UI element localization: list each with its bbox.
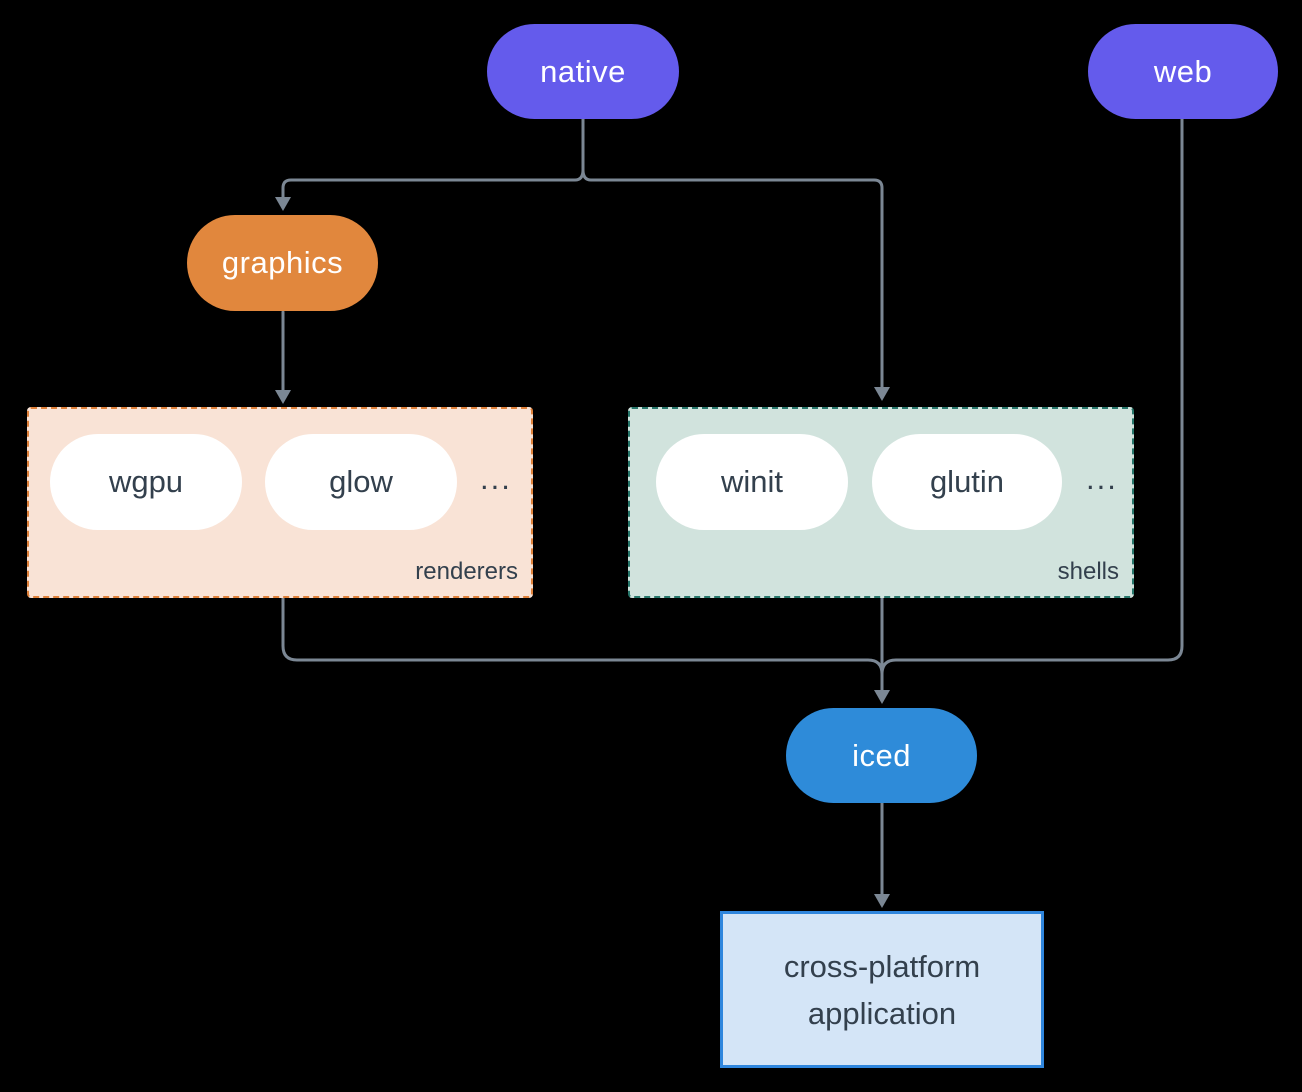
shells-ellipsis: ...: [1086, 461, 1118, 496]
shells-group-pills: winit glutin ...: [630, 409, 1132, 530]
winit-pill: winit: [656, 434, 848, 530]
shells-group: winit glutin ... shells: [628, 407, 1134, 598]
cross-platform-application-box: cross-platform application: [720, 911, 1044, 1068]
iced-node-label: iced: [852, 737, 911, 773]
graphics-node: graphics: [187, 215, 378, 311]
wgpu-pill: wgpu: [50, 434, 242, 530]
connector-renderers-to-junction: [281, 596, 884, 676]
winit-pill-label: winit: [720, 464, 783, 499]
web-node: web: [1088, 24, 1278, 119]
connector-lines: [281, 117, 1184, 897]
connector-native-to-graphics: [281, 168, 585, 199]
connector-web-to-junction: [880, 117, 1184, 676]
renderers-group-label: renderers: [415, 558, 518, 585]
wgpu-pill-label: wgpu: [108, 464, 184, 499]
connector-native-to-shells: [581, 117, 884, 390]
glutin-pill: glutin: [872, 434, 1062, 530]
arrowheads: [275, 197, 890, 908]
arrowhead-into-renderers: [275, 390, 291, 404]
renderers-ellipsis: ...: [480, 461, 512, 496]
app-box-line2: application: [807, 995, 957, 1031]
native-node-label: native: [540, 53, 626, 89]
arrowhead-into-iced: [874, 690, 890, 704]
arrowhead-into-app: [874, 894, 890, 908]
renderers-group: wgpu glow ... renderers: [27, 407, 533, 598]
arrowhead-into-graphics: [275, 197, 291, 211]
arrowhead-into-shells: [874, 387, 890, 401]
app-box-line1: cross-platform: [783, 948, 981, 984]
iced-node: iced: [786, 708, 977, 803]
glow-pill: glow: [265, 434, 457, 530]
graphics-node-label: graphics: [221, 245, 344, 280]
shells-group-label: shells: [1057, 558, 1119, 585]
renderers-group-pills: wgpu glow ...: [29, 409, 531, 530]
native-node: native: [487, 24, 679, 119]
web-node-label: web: [1153, 53, 1213, 89]
glow-pill-label: glow: [329, 464, 393, 499]
glutin-pill-label: glutin: [929, 464, 1005, 499]
